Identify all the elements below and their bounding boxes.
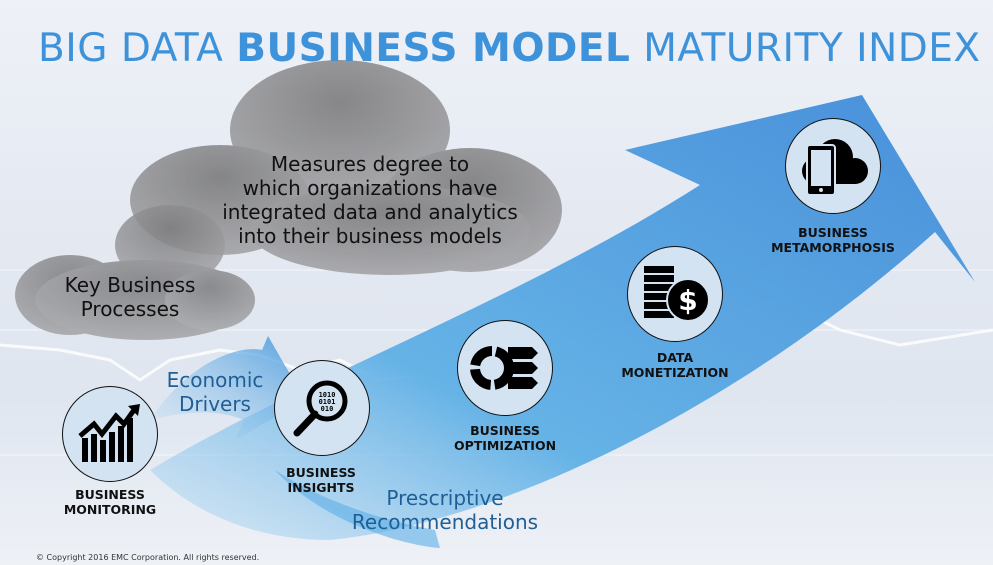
- stage-monitoring: [62, 386, 158, 482]
- cloud-line: integrated data and analytics: [222, 200, 518, 224]
- cloud-main-text: Measures degree to which organizations h…: [200, 152, 540, 248]
- prescriptive-text: Prescriptive Recommendations: [350, 486, 540, 534]
- title-part-2: BUSINESS MODEL: [236, 26, 631, 71]
- rising-chart-icon: [78, 404, 140, 462]
- title-part-3: MATURITY INDEX: [630, 26, 981, 71]
- cloud-line: into their business models: [238, 224, 502, 248]
- text-line: Economic: [166, 368, 264, 392]
- svg-text:010: 010: [321, 405, 334, 413]
- label-line: MONITORING: [63, 502, 157, 517]
- cloud-line: Measures degree to: [270, 152, 470, 176]
- cloud-small-text: Key Business Processes: [55, 273, 205, 321]
- economic-drivers-text: Economic Drivers: [160, 368, 270, 416]
- label-line: BUSINESS: [286, 465, 356, 480]
- cloud-line: Processes: [80, 297, 180, 321]
- stage-optimization: [457, 320, 553, 416]
- stage-metamorphosis: [785, 118, 881, 214]
- cloud-mobile-icon: [802, 139, 868, 196]
- stage-insights: 1010 0101 010: [274, 360, 370, 456]
- prescriptive-arrow: [275, 470, 440, 548]
- magnifier-binary-icon: 1010 0101 010: [293, 380, 348, 437]
- label-line: OPTIMIZATION: [453, 438, 557, 453]
- economic-arrow: [150, 336, 305, 440]
- cloud-line: which organizations have: [242, 176, 498, 200]
- label-line: BUSINESS: [75, 487, 145, 502]
- copyright: © Copyright 2016 EMC Corporation. All ri…: [36, 553, 260, 562]
- cloud-small: [15, 205, 255, 340]
- svg-text:1010: 1010: [319, 391, 336, 399]
- coins-dollar-icon: $: [644, 266, 710, 322]
- text-line: Recommendations: [351, 510, 539, 534]
- stage-monetization: $: [627, 246, 723, 342]
- text-line: Drivers: [179, 392, 251, 416]
- cloud-main: [130, 60, 562, 275]
- label-line: METAMORPHOSIS: [771, 240, 895, 255]
- svg-text:0101: 0101: [319, 398, 336, 406]
- label-line: MONETIZATION: [621, 365, 729, 380]
- optimization-icon: [470, 346, 538, 390]
- text-line: Prescriptive: [386, 486, 504, 510]
- cloud-line: Key Business: [64, 273, 196, 297]
- page-title: BIG DATA BUSINESS MODEL MATURITY INDEX: [38, 26, 981, 71]
- label-line: DATA: [656, 350, 694, 365]
- label-line: BUSINESS: [798, 225, 868, 240]
- svg-text:$: $: [678, 284, 697, 317]
- label-line: INSIGHTS: [287, 480, 355, 495]
- label-line: BUSINESS: [470, 423, 540, 438]
- title-part-1: BIG DATA: [38, 26, 237, 71]
